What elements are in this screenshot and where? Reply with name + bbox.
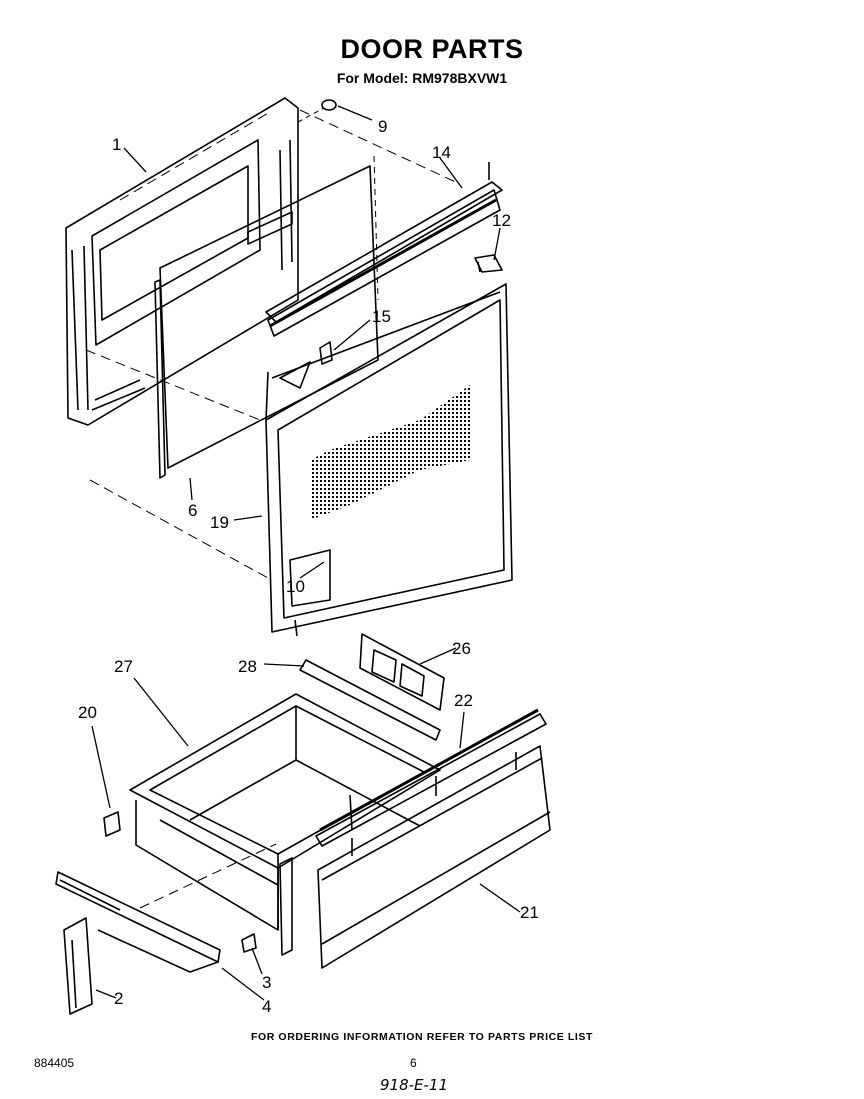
callout-20: 20: [78, 703, 97, 722]
drawer-slide-rail: [299, 659, 441, 741]
top-door-trim: [265, 109, 503, 337]
drawer-side-rail: [55, 843, 277, 973]
callout-14: 14: [432, 143, 451, 162]
outer-door-panel: [89, 283, 513, 637]
callout-12: 12: [492, 211, 511, 230]
inner-door-glass: [85, 155, 379, 479]
rail-clip: [241, 933, 257, 953]
ordering-note: FOR ORDERING INFORMATION REFER TO PARTS …: [250, 1031, 594, 1043]
callout-27: 27: [114, 657, 133, 676]
door-bumper: [297, 99, 337, 123]
door-bracket: [474, 254, 503, 273]
callout-19: 19: [210, 513, 229, 532]
drawer-clip: [103, 811, 121, 837]
drawer-side-post: [279, 857, 293, 956]
drawer-top-trim: [315, 708, 547, 847]
drawer-rear-bracket: [359, 633, 445, 711]
callout-6: 6: [188, 501, 197, 520]
callout-3: 3: [262, 973, 271, 992]
callout-labels: 1 9 14 12 15 6 19 10 27 28 26 20 22 21 3…: [78, 117, 539, 1016]
model-subtitle: For Model: RM978BXVW1: [336, 70, 508, 86]
handwritten-note: 918-E-11: [380, 1076, 449, 1094]
callout-15: 15: [372, 307, 391, 326]
drawer-body: [129, 693, 441, 931]
side-bracket: [63, 917, 93, 1015]
outer-door-frame: [65, 97, 299, 426]
page-title: DOOR PARTS: [340, 34, 524, 64]
document-number: 884405: [34, 1056, 75, 1070]
callout-2: 2: [114, 989, 123, 1008]
callout-leaders: [91, 105, 521, 1001]
callout-26: 26: [452, 639, 471, 658]
callout-28: 28: [238, 657, 257, 676]
callout-22: 22: [454, 691, 473, 710]
callout-21: 21: [520, 903, 539, 922]
callout-1: 1: [112, 135, 121, 154]
callout-10: 10: [286, 577, 305, 596]
callout-4: 4: [262, 997, 271, 1016]
callout-9: 9: [378, 117, 387, 136]
page-number: 6: [410, 1056, 417, 1070]
drawer-front-panel: [317, 745, 551, 969]
